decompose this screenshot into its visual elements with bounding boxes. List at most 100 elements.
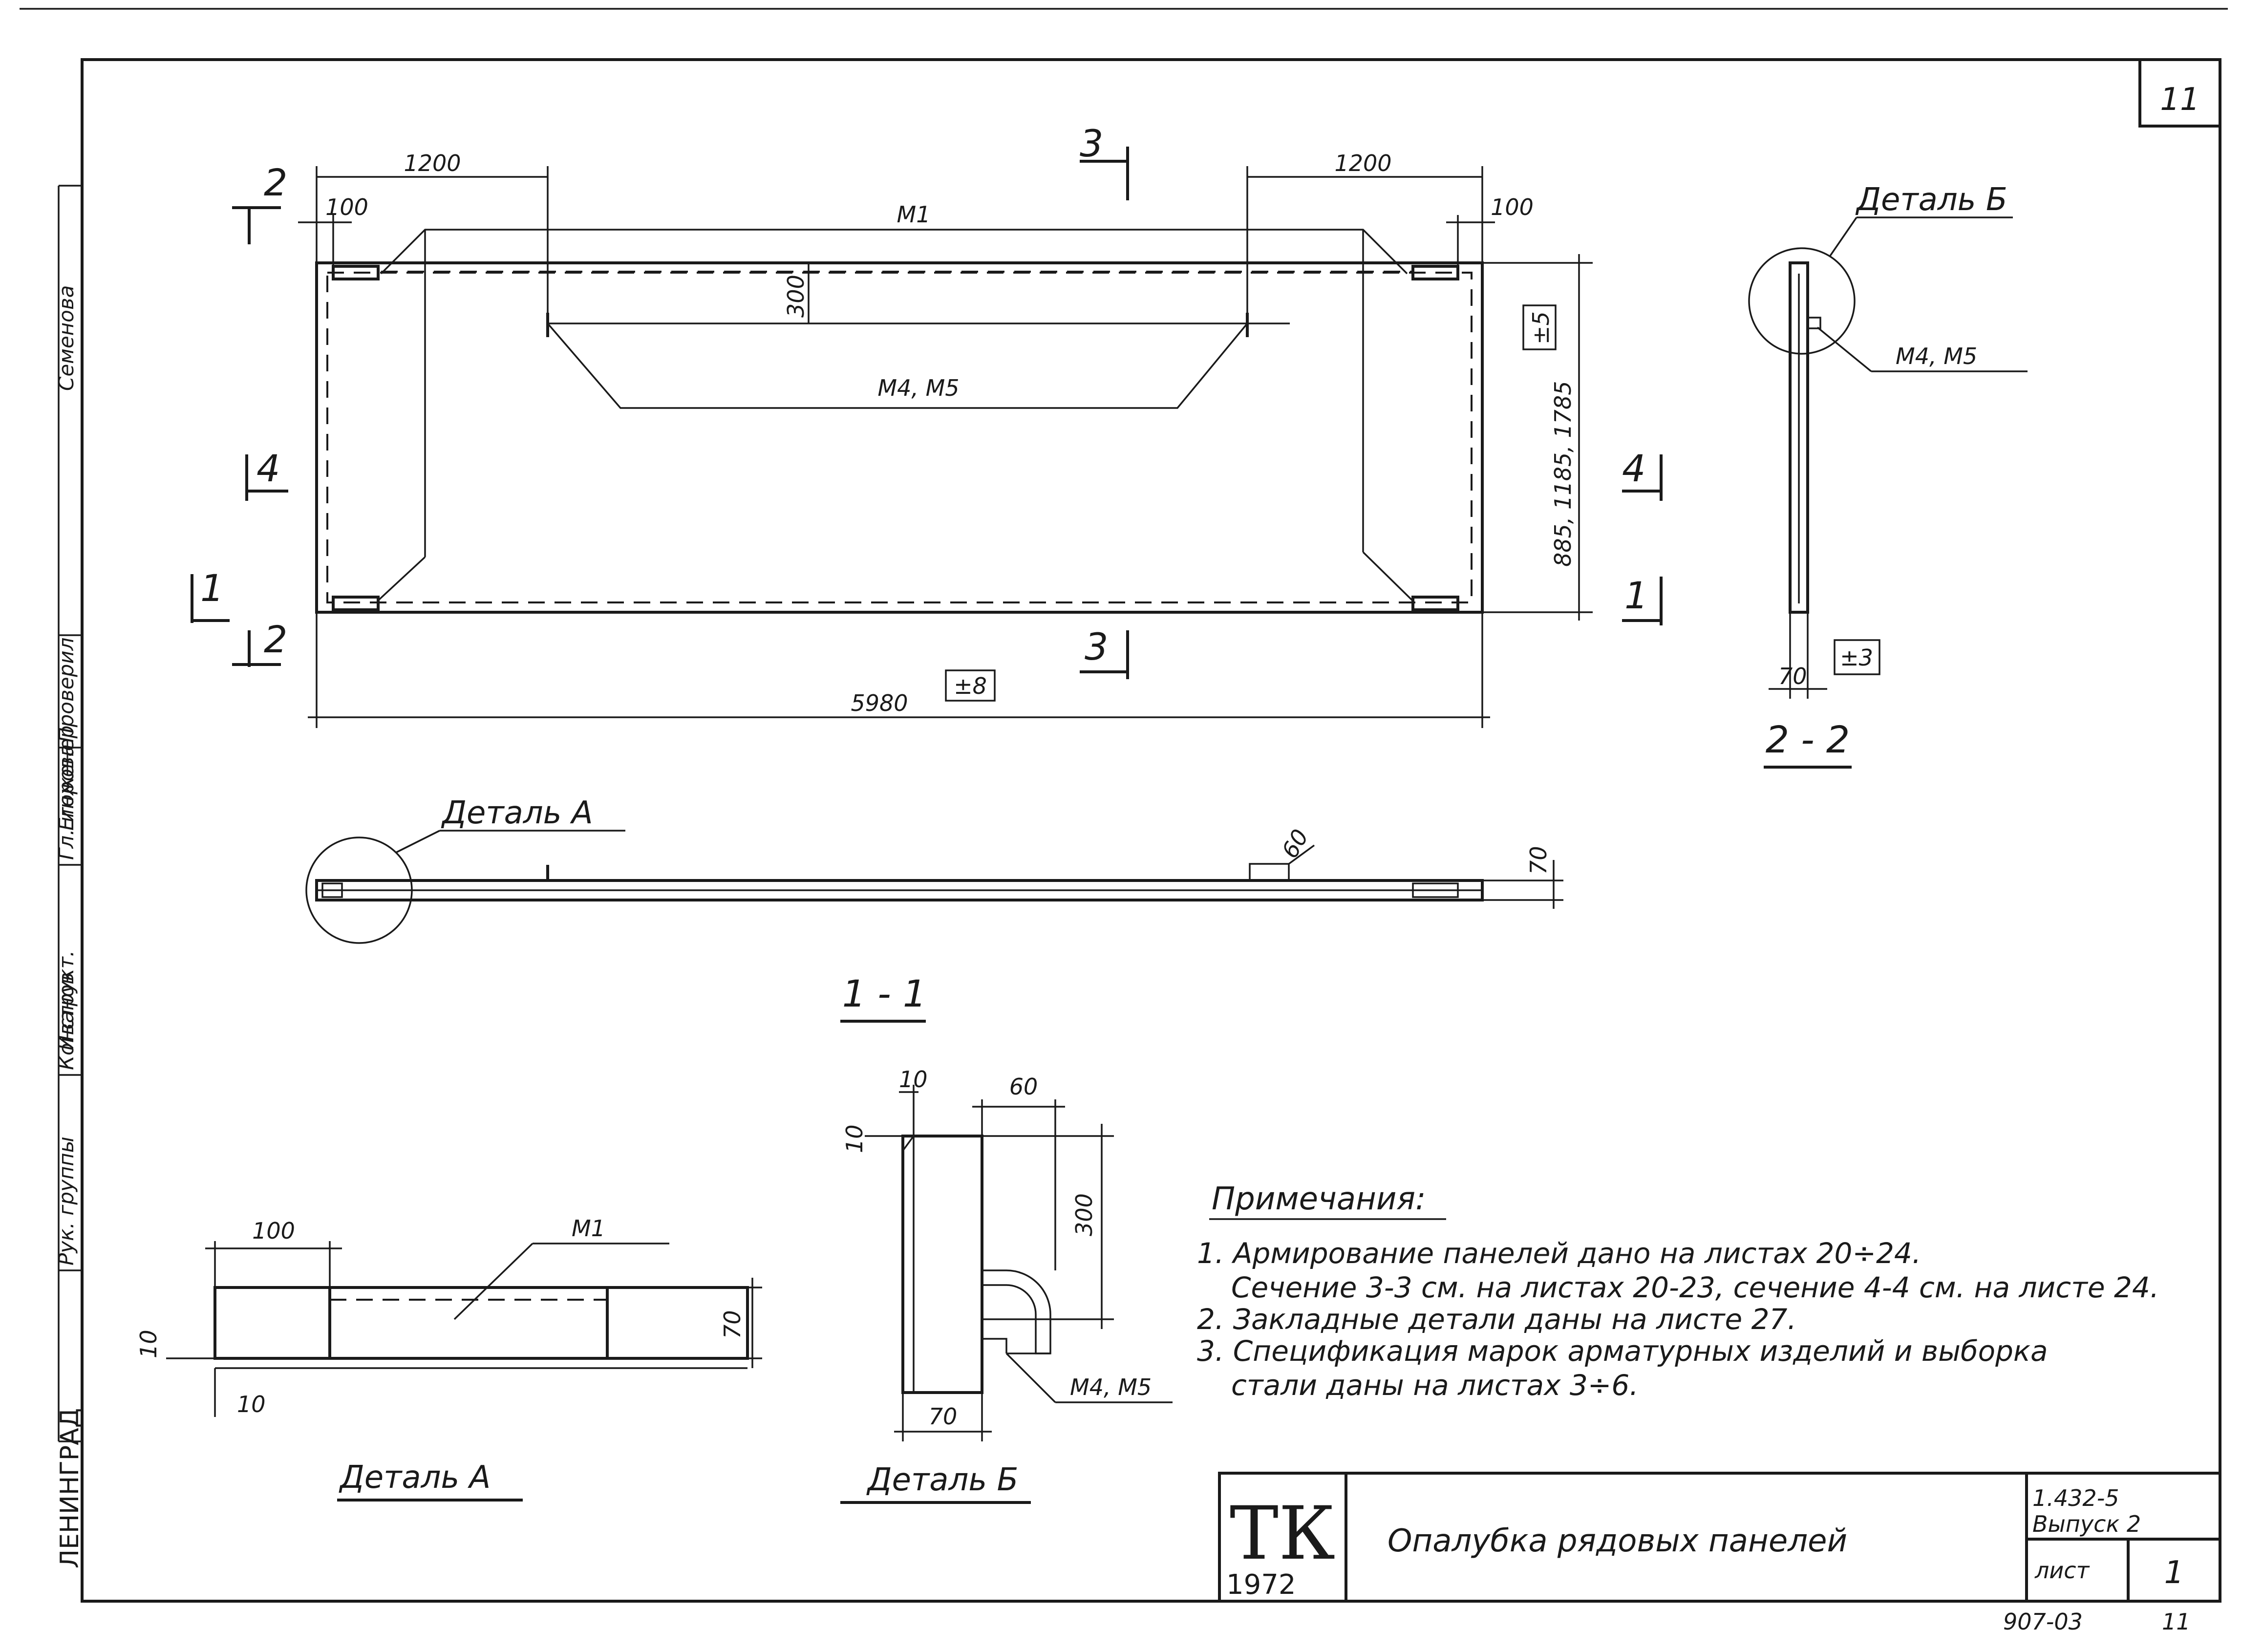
plan-dim-100-left: 100: [325, 194, 368, 220]
section-1-1-loop: [1249, 863, 1290, 881]
notes-line-2: Сечение 3-3 см. на листах 20-23, сечение…: [1231, 1271, 2159, 1304]
plan-label-m4-m5: М4, М5: [877, 375, 959, 401]
sheet-frame: [81, 58, 2221, 1603]
side-role-1: Рук. группы: [54, 1137, 78, 1266]
embed-bottom-right: [1411, 596, 1459, 611]
svg-text:2: 2: [264, 618, 287, 661]
plan-dim-300: 300: [783, 275, 809, 318]
detail-b-dim-10-top: 10: [899, 1066, 928, 1093]
side-role-2: Конструкт.: [54, 950, 78, 1070]
panel-plan: М1 М4, М5 300 1200 1200 100 100 885, 118…: [191, 122, 1663, 728]
detail-b-loop: [981, 1269, 1051, 1354]
side-name-2: Егорова: [54, 744, 78, 831]
detail-b-dim-60: 60: [1009, 1073, 1038, 1100]
m1-leader: [380, 229, 1408, 275]
section-1-1-title: 1 - 1: [842, 972, 926, 1015]
detail-a-dim-100: 100: [252, 1218, 295, 1244]
plan-dim-1200-right: 1200: [1334, 150, 1391, 176]
cut-marker-1-left: 1: [191, 566, 230, 623]
series-code: 1.432-5: [2032, 1485, 2119, 1511]
notes-line-1: 1. Армирование панелей дано на листах 20…: [1197, 1237, 1921, 1270]
notes-line-4: 3. Спецификация марок арматурных изделий…: [1197, 1334, 2048, 1368]
detail-b: 10 10 60 300 70 М4, М5 Деталь Б: [840, 1066, 1173, 1504]
stamp-mark: ТК: [1230, 1491, 1335, 1576]
detail-a: 100 М1 70 10 10 Деталь А: [135, 1215, 762, 1502]
cut-marker-2-top: 2: [232, 161, 287, 244]
cut-marker-1-right: 1: [1622, 574, 1663, 625]
title-block: ТК 1972 Опалубка рядовых панелей 1.432-5…: [1218, 1472, 2221, 1603]
section-2-2-m4-m5: М4, М5: [1896, 343, 1977, 369]
detail-a-body: [214, 1286, 749, 1360]
notes-heading: Примечания:: [1212, 1181, 1426, 1217]
section-2-2-tol: ±3: [1840, 644, 1873, 671]
archive-code: 907-03: [2003, 1609, 2083, 1635]
sheet-label: лист: [2034, 1557, 2090, 1584]
detail-a-dim-10-bottom: 10: [237, 1391, 266, 1417]
side-name-1: Иванов: [54, 972, 78, 1051]
sheet-value: 1: [2164, 1555, 2184, 1591]
detail-b-dim-70: 70: [929, 1403, 958, 1430]
embed-bottom-left: [332, 596, 380, 611]
drawing-title: Опалубка рядовых панелей: [1388, 1523, 1847, 1559]
section-1-1: Деталь А 60 70 1 - 1: [305, 795, 1563, 1023]
detail-a-dim-10-left: 10: [135, 1330, 162, 1358]
side-stamp: Рук. группы Конструкт. Гл. инженер Прове…: [54, 185, 85, 1568]
side-role-4: Проверил: [54, 638, 78, 743]
plan-dim-length: 5980: [851, 690, 908, 716]
detail-a-dim-70: 70: [719, 1310, 746, 1339]
svg-text:1: 1: [200, 566, 224, 610]
panel-outline: [315, 261, 1484, 614]
notes: Примечания: 1. Армирование панелей дано …: [1197, 1181, 2159, 1402]
plan-label-m1: М1: [897, 201, 931, 228]
section-1-1-dim-70: 70: [1525, 846, 1552, 875]
panel-inner-dashed: [326, 272, 1473, 603]
section-2-2-body: [1789, 261, 1809, 614]
plan-tol-width: ±5: [1528, 311, 1554, 344]
detail-b-label-m4-m5: М4, М5: [1070, 1374, 1152, 1400]
plan-tol-width-box: [1522, 304, 1557, 350]
detail-a-callout-circle: [305, 837, 413, 944]
stamp-year: 1972: [1226, 1569, 1296, 1601]
section-2-2-title: 2 - 2: [1766, 718, 1850, 761]
issue-label: Выпуск 2: [2032, 1511, 2141, 1537]
sheet-number: 11: [2160, 82, 2199, 118]
plan-tol-length: ±8: [954, 673, 987, 699]
embed-top-right: [1411, 265, 1459, 280]
plan-dim-100-right: 100: [1491, 194, 1534, 220]
detail-b-dim-300: 300: [1071, 1193, 1097, 1236]
detail-b-body: [901, 1135, 983, 1394]
section-1-1-detail-a-label: Деталь А: [441, 795, 593, 831]
sheet-number-box: [2138, 58, 2221, 128]
plan-tol-length-box: [945, 669, 996, 702]
detail-b-dim-10-left: 10: [841, 1124, 868, 1153]
svg-text:4: 4: [1622, 447, 1645, 490]
detail-a-title: Деталь А: [339, 1459, 491, 1496]
section-1-1-dim-60: 60: [1277, 825, 1314, 863]
detail-b-callout-circle: [1748, 247, 1856, 355]
section-2-2-tol-box: [1834, 639, 1880, 675]
detail-b-title: Деталь Б: [866, 1462, 1019, 1498]
svg-text:3: 3: [1080, 122, 1103, 165]
svg-text:3: 3: [1085, 625, 1108, 668]
section-2-2: Деталь Б М4, М5 70 ±3 2 - 2: [1748, 182, 2028, 769]
detail-a-label-m1: М1: [572, 1215, 605, 1242]
embed-top-left: [332, 265, 380, 280]
side-role-3: Гл. инженер: [54, 726, 78, 860]
notes-line-5: стали даны на листах 3÷6.: [1231, 1369, 1639, 1402]
section-2-2-detail-b-label: Деталь Б: [1855, 182, 2007, 218]
cut-marker-3-bottom: 3: [1080, 625, 1129, 679]
plan-dim-1200-left: 1200: [404, 150, 461, 176]
svg-text:1: 1: [1624, 574, 1648, 617]
section-2-2-dim-70: 70: [1778, 663, 1807, 689]
archive-sheet: 11: [2162, 1609, 2191, 1635]
city-label: ЛЕНИНГРАД: [55, 1408, 85, 1568]
svg-text:4: 4: [256, 447, 280, 490]
cut-marker-3-top: 3: [1080, 122, 1129, 200]
cut-marker-4-left: 4: [245, 447, 288, 501]
cut-marker-2-bottom: 2: [232, 618, 287, 667]
notes-line-3: 2. Закладные детали даны на листе 27.: [1197, 1303, 1796, 1336]
section-2-2-loop: [1807, 317, 1821, 329]
side-name-3: Семенова: [54, 285, 78, 391]
cut-marker-4-right: 4: [1622, 447, 1663, 501]
